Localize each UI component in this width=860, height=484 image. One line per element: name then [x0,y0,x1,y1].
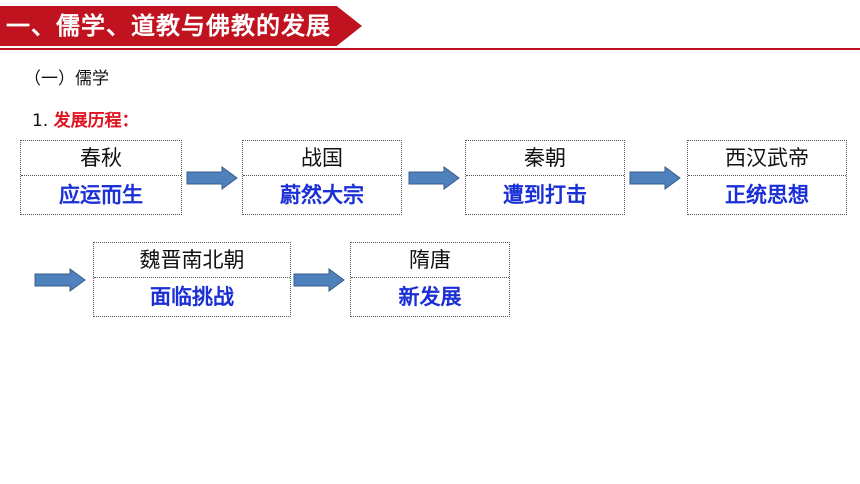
page-title: 一、儒学、道教与佛教的发展 [6,11,331,40]
subheading-label: 发展历程： [53,111,139,131]
timeline-period: 西汉武帝 [688,141,846,176]
timeline-period: 隋唐 [351,243,509,278]
timeline-status: 面临挑战 [150,285,234,309]
timeline-status: 应运而生 [59,183,143,207]
right-arrow-icon [408,166,460,190]
timeline-box-qin: 秦朝 遭到打击 [465,140,625,215]
timeline-period: 魏晋南北朝 [94,243,290,278]
timeline-period: 春秋 [21,141,181,176]
timeline-box-xihan: 西汉武帝 正统思想 [687,140,847,215]
subheading-number: 1. [32,111,49,131]
timeline-period: 秦朝 [466,141,624,176]
timeline-status: 正统思想 [725,183,809,207]
timeline-box-zhanguo: 战国 蔚然大宗 [242,140,402,215]
timeline-status: 遭到打击 [503,183,587,207]
section-heading: （一）儒学 [24,69,109,89]
subheading: 1. 发展历程： [32,106,139,131]
timeline-status: 新发展 [398,285,462,309]
timeline-status: 蔚然大宗 [280,183,364,207]
right-arrow-icon [629,166,681,190]
right-arrow-icon [34,268,86,292]
timeline-period: 战国 [243,141,401,176]
right-arrow-icon [293,268,345,292]
right-arrow-icon [186,166,238,190]
timeline-box-chunqiu: 春秋 应运而生 [20,140,182,215]
timeline-box-weijin: 魏晋南北朝 面临挑战 [93,242,291,317]
timeline-box-suitang: 隋唐 新发展 [350,242,510,317]
title-banner [0,6,362,46]
title-underline [0,48,860,50]
